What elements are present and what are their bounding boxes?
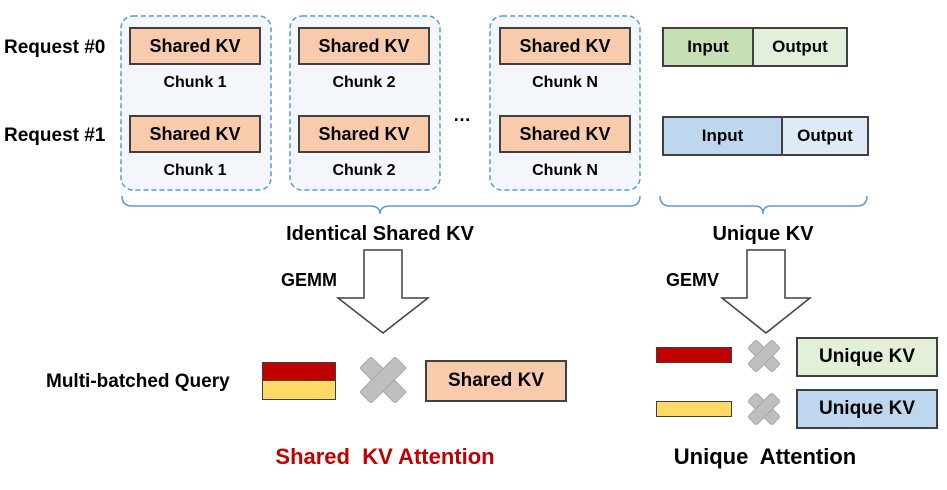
chunk-label: Chunk 1	[163, 162, 227, 179]
chunk-label: Chunk N	[532, 74, 598, 91]
request-1-label: Request #1	[4, 125, 106, 146]
input-segment: Input	[664, 118, 783, 154]
multiply-icon-unique-1	[748, 340, 780, 372]
shared-kv-box: Shared KV	[499, 115, 631, 153]
unique-kv-box-1: Unique KV	[796, 389, 938, 429]
shared-kv-box: Shared KV	[298, 27, 430, 65]
shared-kv-box: Shared KV	[129, 27, 261, 65]
chunk-label: Chunk N	[532, 162, 598, 179]
unique-query-yellow-bar	[656, 401, 732, 417]
unique-kv-brace	[659, 195, 868, 215]
shared-kv-box: Shared KV	[129, 115, 261, 153]
chunk-label: Chunk 2	[332, 74, 396, 91]
chunk-label: Chunk 1	[163, 74, 227, 91]
unique-query-red-bar	[656, 347, 732, 363]
multiply-icon-shared	[359, 356, 407, 404]
request-0-token-bar: Input Output	[662, 27, 848, 67]
unique-kv-box-0: Unique KV	[796, 337, 938, 377]
shared-kv-brace	[121, 195, 641, 215]
query-red-row	[263, 363, 335, 381]
shared-kv-box: Shared KV	[499, 27, 631, 65]
ellipsis: …	[453, 105, 471, 125]
query-yellow-row	[263, 381, 335, 399]
chunk-label: Chunk 2	[332, 162, 396, 179]
request-1-token-bar: Input Output	[662, 116, 869, 156]
shared-kv-attention-title: Shared KV Attention	[275, 444, 495, 469]
shared-kv-attention-box: Shared KV	[425, 360, 567, 402]
request-0-label: Request #0	[4, 37, 106, 58]
identical-shared-kv-label: Identical Shared KV	[286, 223, 474, 245]
unique-attention-title: Unique Attention	[673, 444, 857, 469]
output-segment: Output	[783, 118, 867, 154]
output-segment: Output	[754, 29, 846, 65]
shared-kv-box: Shared KV	[298, 115, 430, 153]
unique-kv-label: Unique KV	[712, 223, 814, 245]
multi-batched-query-label: Multi-batched Query	[46, 371, 230, 392]
gemv-arrow	[719, 249, 813, 334]
gemv-label: GEMV	[666, 270, 720, 290]
gemm-label: GEMM	[281, 270, 337, 290]
gemm-arrow	[335, 249, 431, 334]
input-segment: Input	[664, 29, 754, 65]
multi-batched-query-bar	[262, 362, 336, 400]
multiply-icon-unique-2	[748, 393, 780, 425]
